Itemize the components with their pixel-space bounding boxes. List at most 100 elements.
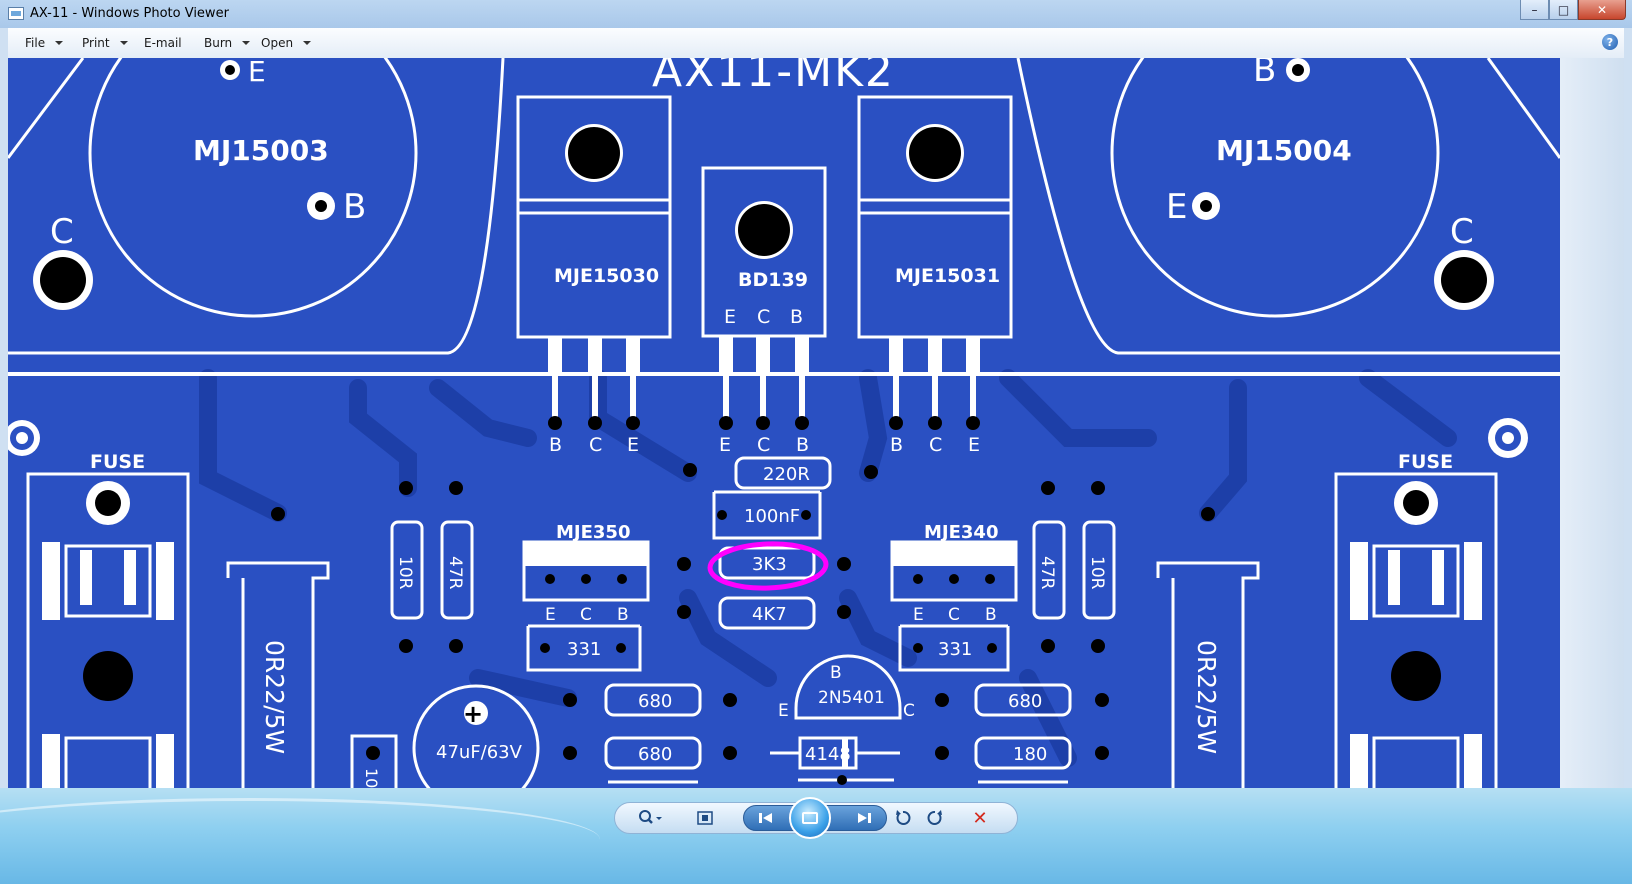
bd139-leads: [719, 337, 809, 421]
mje15031-pin-b: B: [890, 434, 903, 456]
rotate-clockwise-button[interactable]: [923, 807, 947, 829]
bd139-pin-e: E: [719, 434, 731, 456]
right-power-ring: [1110, 58, 1440, 318]
burn-menu[interactable]: Burn: [204, 36, 251, 50]
q2n5401-label: 2N5401: [818, 688, 885, 708]
r680-b-label: 680: [638, 744, 672, 765]
r47-right-label: 47R: [1037, 556, 1057, 590]
mje350-pin-c: C: [580, 605, 592, 625]
c47u-label: 47uF/63V: [436, 742, 523, 763]
mje350-pin-e: E: [545, 605, 556, 625]
playback-controls: ✕: [614, 797, 1018, 839]
bd139-pin-b-top: B: [790, 306, 803, 328]
minimize-button[interactable]: –: [1520, 0, 1549, 20]
wallpaper-swirl: [0, 798, 600, 881]
emitter-resistor-right-label: 0R22/5W: [1192, 640, 1221, 754]
r10-right-body: [1082, 520, 1116, 620]
bd139-label: BD139: [738, 269, 808, 291]
actual-size-icon: [697, 811, 713, 825]
close-button[interactable]: ✕: [1578, 0, 1626, 20]
copper-traces: [199, 369, 1457, 767]
c47u-outline: [412, 684, 540, 788]
q2n5401-pin-e: E: [778, 701, 789, 721]
r4k7-body: [718, 596, 816, 630]
mounting-hole: [568, 127, 620, 179]
emitter-resistor-left-label: 0R22/5W: [260, 640, 289, 754]
mounting-hole: [738, 204, 790, 256]
mje15030-leads: [548, 337, 640, 421]
bd139-pin-c: C: [757, 434, 770, 456]
actual-size-button[interactable]: [693, 807, 717, 829]
mje15030-pin-b: B: [549, 434, 562, 456]
r680-c-body: [974, 683, 1072, 717]
title-bar[interactable]: AX-11 - Windows Photo Viewer – □ ✕: [0, 0, 1632, 28]
previous-button[interactable]: [758, 811, 774, 829]
r47-left-body: [440, 520, 474, 620]
mounting-hole: [909, 127, 961, 179]
c331-right-label: 331: [938, 639, 972, 660]
mje350-label: MJE350: [556, 522, 630, 543]
rotate-counterclockwise-button[interactable]: [891, 807, 915, 829]
bottom-toolbar: ✕: [0, 788, 1632, 884]
chevron-down-icon: [242, 41, 251, 45]
open-menu[interactable]: Open: [261, 36, 312, 50]
delete-icon: ✕: [972, 807, 988, 829]
c100n-outline: [712, 490, 822, 540]
bd139-pin-c-top: C: [757, 306, 770, 328]
next-button[interactable]: [856, 811, 872, 829]
r3k3-label: 3K3: [752, 554, 787, 575]
fuse-right-label: FUSE: [1398, 451, 1453, 473]
mje15030-label: MJE15030: [554, 265, 659, 287]
mje15031-pin-e: E: [968, 434, 980, 456]
fuse-left-holder: [26, 472, 190, 788]
right-power-pin-e: E: [1166, 187, 1187, 227]
left-power-pin-e: E: [248, 58, 266, 88]
viewer-frame-right: [1560, 58, 1624, 788]
r10-left-label: 10R: [395, 556, 415, 590]
photo-viewer-app-icon[interactable]: [8, 7, 24, 20]
left-power-ring: [88, 58, 418, 318]
maximize-button[interactable]: □: [1549, 0, 1578, 20]
bd139-pin-e-top: E: [724, 306, 736, 328]
c47u-plus: +: [463, 700, 483, 728]
r47-left-label: 47R: [445, 556, 465, 590]
highlight-circle: [707, 541, 829, 591]
fuse-left-label: FUSE: [90, 451, 145, 473]
r10-left-body: [390, 520, 424, 620]
c331-left-label: 331: [567, 639, 601, 660]
mje15031-label: MJE15031: [895, 265, 1000, 287]
file-menu[interactable]: File: [25, 36, 64, 50]
file-menu-label: File: [25, 36, 46, 50]
window-controls: – □ ✕: [1520, 0, 1626, 20]
print-menu[interactable]: Print: [82, 36, 128, 50]
print-menu-label: Print: [82, 36, 110, 50]
r180-body: [974, 736, 1072, 770]
previous-icon: [759, 813, 772, 823]
right-power-outline: [1016, 58, 1560, 355]
pad-hole: [40, 257, 86, 303]
zoom-button[interactable]: [633, 807, 667, 829]
slideshow-button[interactable]: [789, 797, 831, 839]
command-bar: File Print E-mail Burn Open ?: [8, 28, 1624, 59]
burn-menu-label: Burn: [204, 36, 233, 50]
chevron-down-icon: [119, 41, 128, 45]
left-power-outline: [8, 58, 505, 355]
r180-label: 180: [1013, 744, 1047, 765]
r680-c-label: 680: [1008, 691, 1042, 712]
mje15031-leads: [889, 337, 980, 421]
r680-a-body: [604, 683, 702, 717]
r220-label: 220R: [763, 464, 810, 485]
pad-hole: [315, 200, 327, 212]
email-button[interactable]: E-mail: [144, 36, 182, 50]
r3k3-body: [718, 546, 816, 580]
delete-button[interactable]: ✕: [965, 807, 995, 829]
mje15030-pin-c: C: [589, 434, 602, 456]
q2n5401-pin-b: B: [830, 663, 842, 683]
help-icon[interactable]: ?: [1602, 34, 1618, 50]
left-power-pin-c: C: [50, 212, 74, 252]
fuse-left-hole: [83, 651, 133, 701]
right-power-pin-b: B: [1253, 58, 1276, 90]
image-canvas[interactable]: E MJ15003 B C B MJ15004 E C AX11-MK2: [8, 58, 1560, 788]
d4148-label: 4148: [805, 744, 851, 765]
mje340-label: MJE340: [924, 522, 998, 543]
